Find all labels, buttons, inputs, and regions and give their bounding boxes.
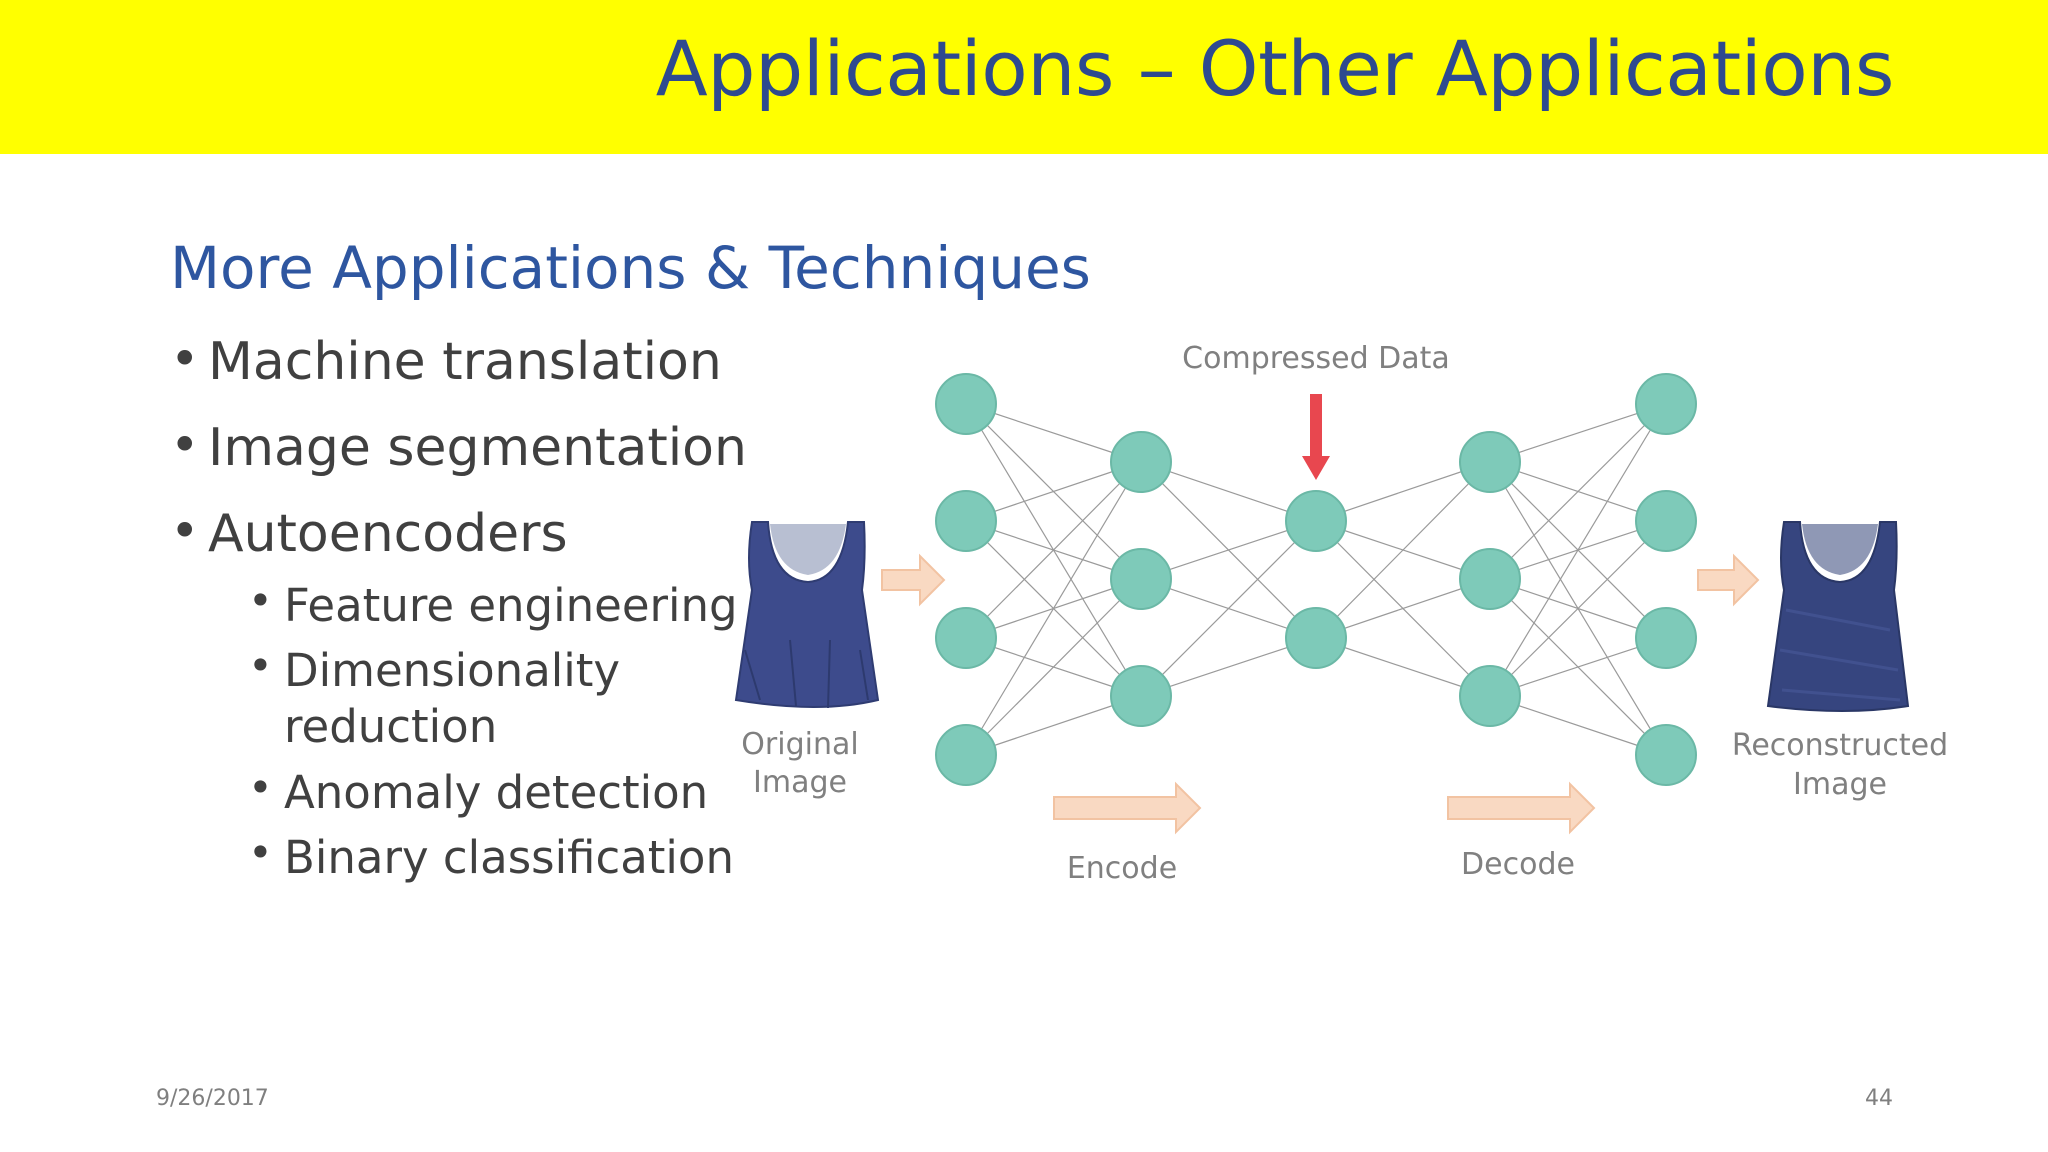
original-shirt-image — [734, 521, 880, 709]
bullet-dot: • — [170, 502, 200, 560]
reconstructed-label-line2: Image — [1793, 767, 1887, 802]
network-edge — [1140, 520, 1317, 697]
network-edge — [1489, 403, 1667, 580]
network-node — [1635, 490, 1697, 552]
bullet-dot: • — [248, 828, 273, 877]
encode-arrow — [1053, 781, 1202, 835]
sub-bullet-text: Anomaly detection — [284, 766, 709, 819]
sub-bullet-text: Binary classification — [284, 831, 734, 884]
footer-date: 9/26/2017 — [156, 1086, 269, 1111]
bullet-text: Autoencoders — [208, 504, 568, 564]
title-bar — [0, 0, 2048, 154]
network-edge — [1489, 520, 1667, 697]
network-node — [935, 490, 997, 552]
reconstructed-label-line1: Reconstructed — [1732, 728, 1948, 763]
network-edge — [1315, 461, 1491, 639]
network-node — [1285, 490, 1347, 552]
network-edge — [965, 578, 1142, 756]
network-node — [1635, 724, 1697, 786]
decode-arrow — [1447, 781, 1596, 835]
bullet-text: Machine translation — [208, 332, 722, 392]
bullet-text: Image segmentation — [208, 418, 747, 478]
network-edge — [965, 461, 1142, 756]
compressed-data-label: Compressed Data — [1182, 341, 1450, 376]
network-node — [1635, 373, 1697, 435]
network-node — [1459, 665, 1521, 727]
reconstructed-shirt-image — [1766, 521, 1910, 712]
bullet-dot: • — [248, 576, 273, 625]
network-edge — [1489, 403, 1667, 697]
encode-label: Encode — [1067, 851, 1177, 886]
bullet-dot: • — [170, 330, 200, 388]
input-arrow — [881, 553, 946, 607]
bullet-dot: • — [248, 763, 273, 812]
network-node — [1459, 548, 1521, 610]
network-nodes — [935, 373, 1697, 786]
sub-bullet-text: Feature engineering — [284, 579, 738, 632]
output-arrow — [1697, 553, 1760, 607]
network-node — [935, 373, 997, 435]
original-label-line1: Original — [741, 727, 858, 762]
network-node — [1459, 431, 1521, 493]
section-heading: More Applications & Techniques — [170, 234, 1091, 302]
slide-title: Applications – Other Applications — [655, 24, 1895, 113]
network-node — [1110, 548, 1172, 610]
sub-bullet-text: reduction — [284, 700, 498, 753]
sub-bullet-text: Dimensionality — [284, 644, 621, 697]
network-node — [935, 607, 997, 669]
compressed-data-arrow — [1302, 394, 1330, 480]
network-node — [1635, 607, 1697, 669]
bullet-dot: • — [248, 641, 273, 690]
bullet-dot: • — [170, 416, 200, 474]
network-node — [1110, 665, 1172, 727]
network-node — [1110, 431, 1172, 493]
decode-label: Decode — [1461, 847, 1575, 882]
network-edge — [965, 461, 1142, 639]
footer-page-number: 44 — [1865, 1086, 1893, 1111]
network-node — [1285, 607, 1347, 669]
original-label-line2: Image — [753, 765, 847, 800]
network-node — [935, 724, 997, 786]
